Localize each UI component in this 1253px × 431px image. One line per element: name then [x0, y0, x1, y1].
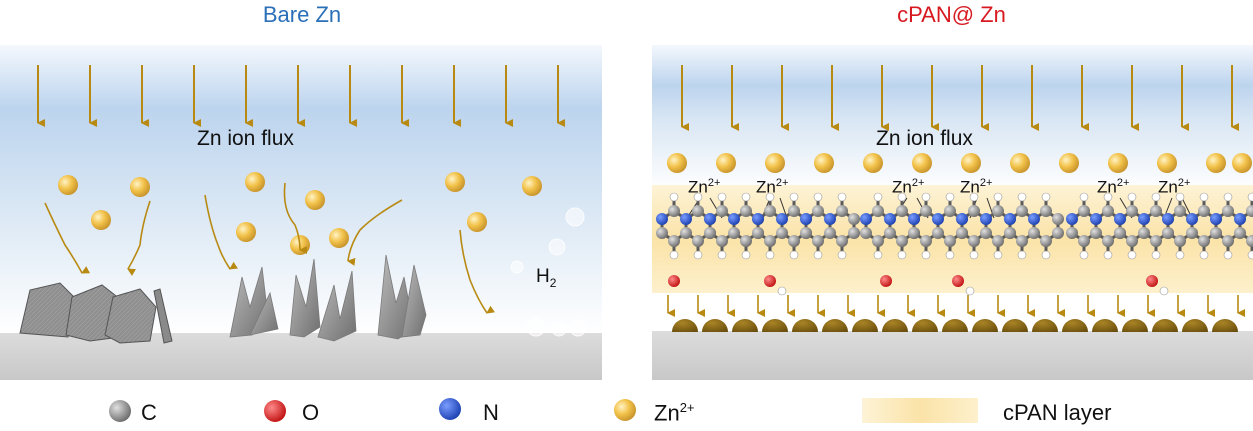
oxygen-legend-swatch	[264, 400, 286, 422]
legend-label-c: C	[141, 400, 157, 425]
legend-label-zn2: Zn2+	[654, 400, 695, 426]
oxygen-atoms	[668, 275, 1169, 296]
legend-label-o: O	[302, 400, 320, 425]
zn2-label: Zn2+	[688, 177, 721, 197]
uniform-zn-deposits	[672, 319, 1238, 332]
zn2-label: Zn2+	[1158, 177, 1191, 197]
zn-flux-arrows	[37, 65, 565, 127]
zn2-label: Zn2+	[960, 177, 993, 197]
legend-label-cpan-layer: cPAN layer	[1003, 400, 1112, 425]
zn2-label: Zn2+	[1097, 177, 1130, 197]
flux-label-right: Zn ion flux	[876, 127, 973, 150]
flux-label-left: Zn ion flux	[197, 127, 294, 150]
cpan-zn-title: cPAN@ Zn	[897, 2, 1006, 27]
legend-label-n: N	[483, 400, 499, 425]
legend	[109, 398, 978, 423]
cpan-zn-panel	[652, 45, 1253, 380]
zinc-ion-legend-swatch	[614, 399, 636, 421]
zn2-label: Zn2+	[756, 177, 789, 197]
bare-zn-panel	[0, 45, 602, 380]
h2-label: H2	[536, 266, 557, 290]
carbon-legend-swatch	[109, 400, 131, 422]
zn-dendrites	[229, 254, 427, 342]
bubbles	[510, 207, 587, 337]
zn-ion-spheres	[58, 172, 542, 255]
wavy-ion-paths	[44, 182, 496, 314]
nitrogen-legend-swatch	[439, 398, 461, 420]
deposition-arrows	[667, 295, 1245, 317]
zn-flakes	[19, 282, 173, 344]
zn2-label: Zn2+	[892, 177, 925, 197]
bare-zn-title: Bare Zn	[262, 2, 342, 27]
zn-ion-row	[667, 153, 1252, 173]
cpan-layer-legend-swatch	[862, 398, 978, 423]
zn-flux-arrows-right	[681, 65, 1239, 131]
